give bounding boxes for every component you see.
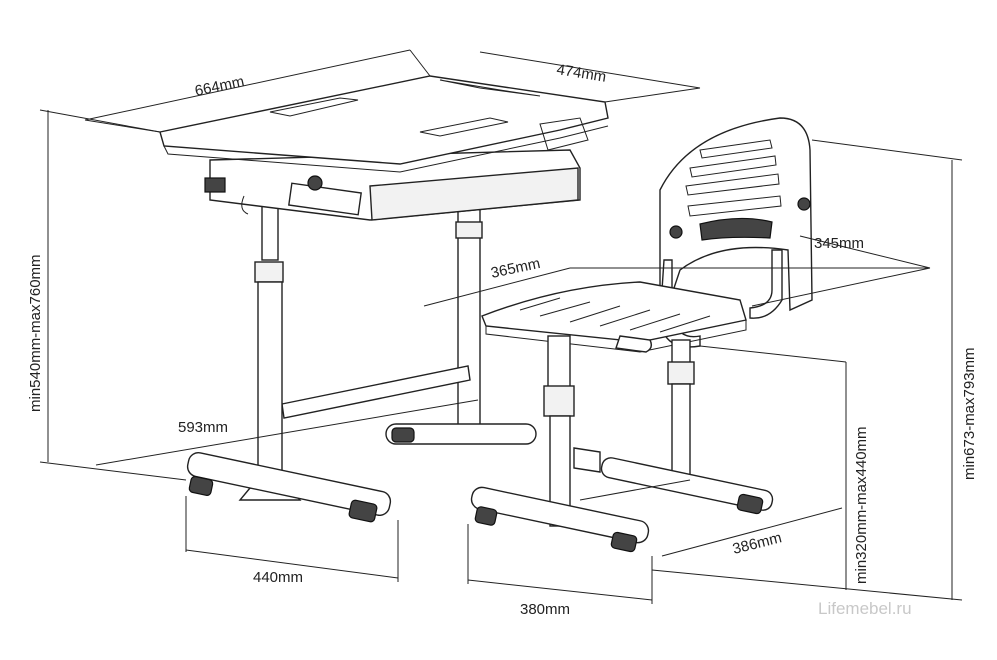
desk: [159, 75, 609, 523]
desk-crossbar: [281, 365, 471, 419]
desk-base-width-label: 440mm: [253, 569, 303, 586]
desk-depth-label: 474mm: [555, 61, 607, 86]
desk-front-leg: [186, 189, 392, 523]
chair-base-width-label: 380mm: [520, 601, 570, 618]
desk-height-label: min540mm-max760mm: [27, 254, 44, 412]
seat-depth-label: 345mm: [814, 235, 864, 252]
watermark: Lifemebel.ru: [818, 599, 912, 618]
chair-base-depth-label: 386mm: [731, 529, 784, 558]
chair-base: [470, 457, 774, 553]
desk-base-depth-label: 593mm: [178, 419, 228, 436]
desk-width-label: 664mm: [193, 73, 245, 100]
dimension-lines: [39, 49, 963, 604]
chair-seat: [481, 281, 747, 353]
chair-column: [543, 335, 695, 527]
chair-backrest: [659, 117, 813, 312]
desk-top: [159, 75, 609, 173]
seat-height-label: min320mm-max440mm: [853, 426, 870, 584]
chair-height-label: min673-max793mm: [961, 347, 978, 480]
desk-drawer: [204, 149, 581, 221]
chair: [470, 117, 813, 553]
